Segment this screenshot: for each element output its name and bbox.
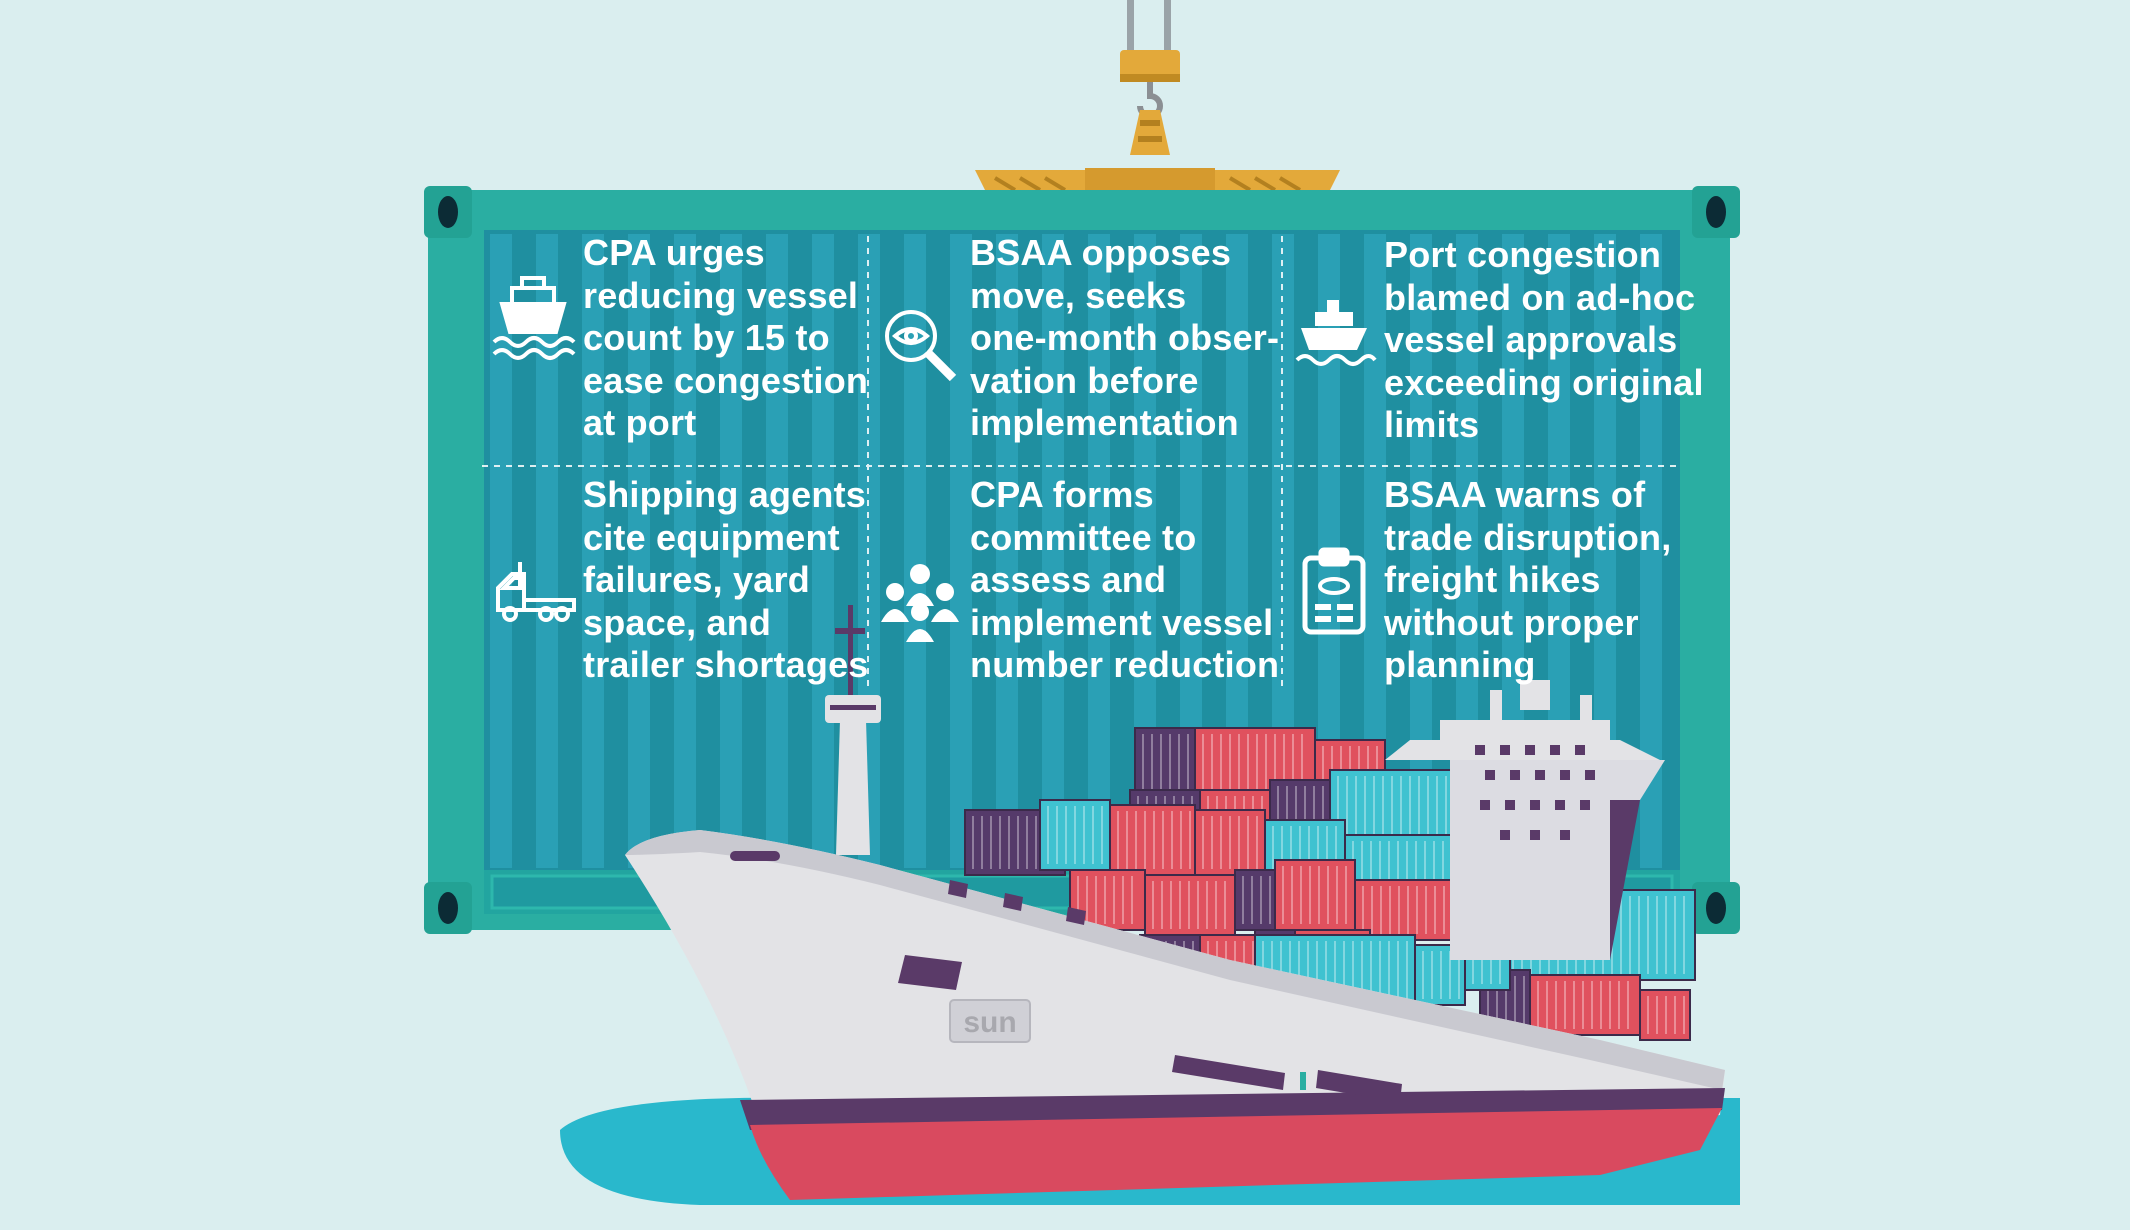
info-line: number reduction <box>970 644 1280 685</box>
cargo-box <box>1109 804 1196 876</box>
cargo-box <box>1194 809 1266 876</box>
ship-hull: sun <box>625 830 1725 1200</box>
info-line: ease congestion <box>583 359 869 401</box>
info-line: committee to <box>970 516 1197 558</box>
info-line: reducing vessel <box>583 274 859 316</box>
cargo-box <box>1039 799 1111 871</box>
info-line: blamed on ad-hoc <box>1384 276 1696 318</box>
info-line: move, seeks <box>970 274 1187 316</box>
info-line: BSAA opposes <box>970 232 1232 273</box>
boat-icon <box>1284 286 1384 376</box>
info-line: at port <box>583 402 697 443</box>
ship-icon <box>483 272 583 362</box>
clipboard-icon <box>1284 546 1384 636</box>
info-line: one-month obser- <box>970 317 1280 358</box>
info-line: trade disruption, <box>1384 516 1672 558</box>
cargo-box <box>1134 727 1196 799</box>
truck-icon <box>483 544 583 634</box>
cargo-containers <box>964 727 1696 1041</box>
info-line: implement vessel <box>970 601 1274 643</box>
info-line: limits <box>1384 404 1480 445</box>
cargo-box <box>1639 989 1691 1041</box>
sun-logo-text: sun <box>963 1006 1016 1039</box>
info-line: failures, yard <box>583 559 810 600</box>
cargo-box <box>1144 874 1236 936</box>
cargo-box <box>1529 974 1641 1036</box>
sun-logo: sun <box>949 999 1031 1043</box>
info-line: assess and <box>970 559 1167 600</box>
info-line: implementation <box>970 402 1239 443</box>
info-line: freight hikes <box>1384 559 1601 600</box>
info-line: vation before <box>970 359 1199 401</box>
team-icon <box>870 556 970 646</box>
info-line: count by 15 to <box>583 317 830 358</box>
info-line: Shipping agents <box>583 474 867 515</box>
info-line: planning <box>1384 644 1536 685</box>
magnifier-eye-icon <box>870 302 970 392</box>
info-line: cite equipment <box>583 516 840 558</box>
cargo-box <box>1354 879 1466 941</box>
info-line: vessel approvals <box>1384 319 1678 360</box>
info-line: Port congestion <box>1384 234 1662 275</box>
info-line: CPA urges <box>583 232 765 273</box>
crane-icon <box>975 0 1340 196</box>
info-line: CPA forms <box>970 474 1154 515</box>
ship-mast <box>825 605 881 855</box>
info-line: without proper <box>1384 601 1639 643</box>
info-line: BSAA warns of <box>1384 474 1646 515</box>
ship-bridge <box>1385 680 1665 960</box>
info-line: trailer shortages <box>583 644 869 685</box>
info-line: exceeding original <box>1384 361 1704 403</box>
cargo-box <box>1274 859 1356 931</box>
info-line: space, and <box>583 601 772 643</box>
cargo-box <box>1234 869 1276 931</box>
